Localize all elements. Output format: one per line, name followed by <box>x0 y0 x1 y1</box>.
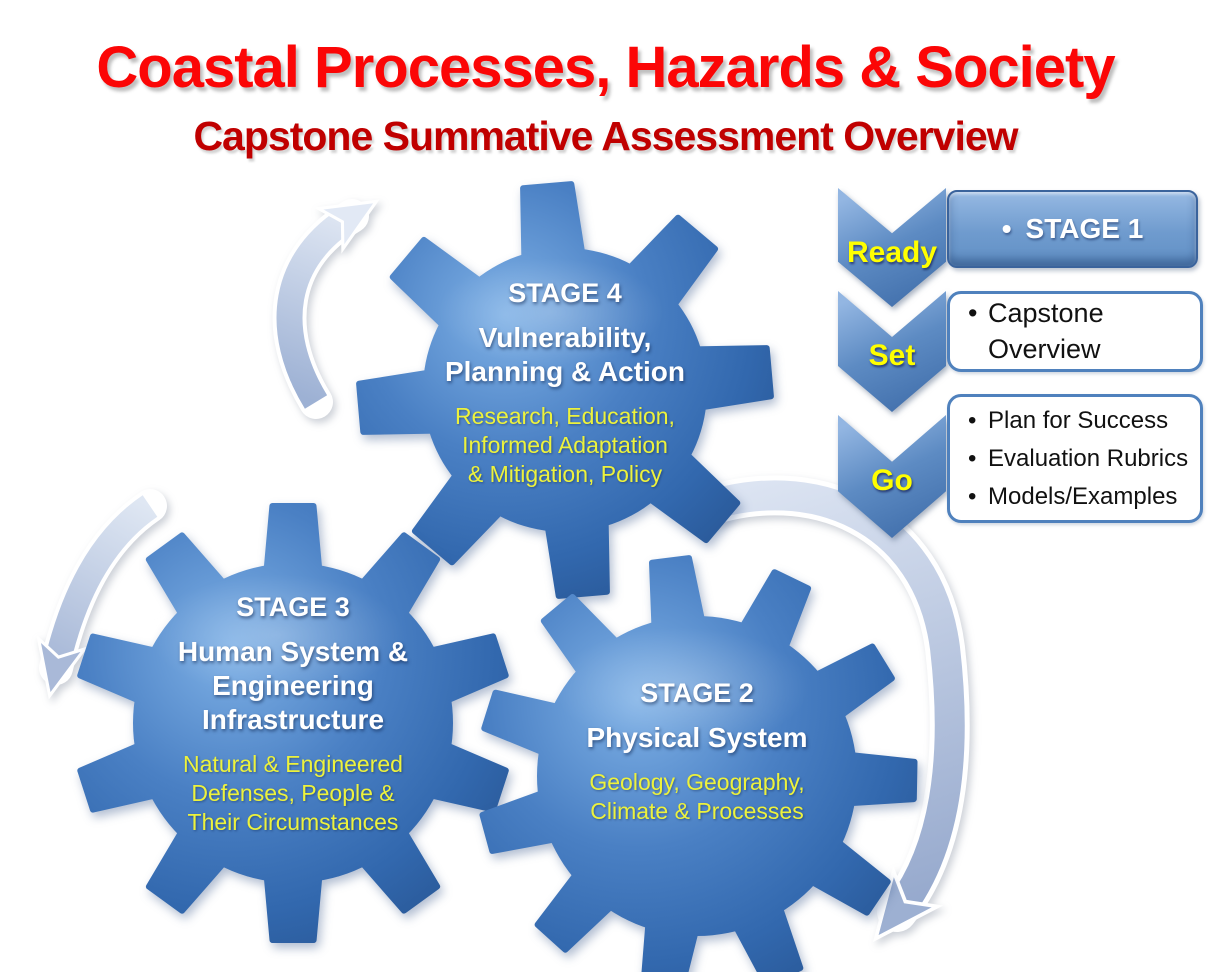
page-title: Coastal Processes, Hazards & Society <box>96 35 1115 100</box>
chevron-go: Go <box>838 415 946 538</box>
chevron-label: Go <box>871 464 913 498</box>
curved-arrow-down-icon <box>36 489 167 700</box>
gear-detail-line: Their Circumstances <box>187 809 399 836</box>
chevron-label: Ready <box>846 235 938 269</box>
stage-label: STAGE 4 <box>508 278 622 308</box>
cycle-arrow-icon <box>682 475 970 943</box>
list-item: Models/Examples <box>962 478 1188 516</box>
gear-name-line: Infrastructure <box>201 704 385 736</box>
page-subtitle: Capstone Summative Assessment Overview <box>193 113 1018 159</box>
list-item: STAGE 1 <box>1002 213 1144 245</box>
list-item: Capstone Overview <box>962 296 1178 366</box>
stage-label: STAGE 3 <box>236 592 350 622</box>
gear-stage3-text: STAGE 3 Human System & Engineering Infra… <box>123 592 463 837</box>
gear-detail-line: Natural & Engineered <box>183 751 403 778</box>
go-resources-card: Plan for Success Evaluation Rubrics Mode… <box>947 394 1203 523</box>
capstone-overview-card: Capstone Overview <box>947 291 1203 372</box>
gear-detail-line: & Mitigation, Policy <box>467 461 663 488</box>
list-item: Evaluation Rubrics <box>962 440 1188 478</box>
stage-label: STAGE 2 <box>640 678 754 708</box>
gear-stage4 <box>356 181 774 599</box>
gear-stage2-text: STAGE 2 Physical System Geology, Geograp… <box>527 678 867 826</box>
gear-stage3 <box>77 503 509 943</box>
gear-detail-line: Research, Education, <box>455 403 675 430</box>
gear-name-line: Planning & Action <box>444 356 686 388</box>
gear-detail-line: Defenses, People & <box>191 780 395 807</box>
gear-stage4-text: STAGE 4 Vulnerability, Planning & Action… <box>395 278 735 489</box>
gear-detail-line: Geology, Geography, <box>589 769 805 796</box>
gear-name-line: Human System & <box>177 636 409 667</box>
gear-name-line: Engineering <box>212 670 374 702</box>
gear-name-line: Physical System <box>586 722 808 753</box>
chevron-label: Set <box>868 339 916 373</box>
stage1-card: STAGE 1 <box>947 190 1198 268</box>
gear-detail-line: Informed Adaptation <box>462 432 668 459</box>
gear-name-line: Vulnerability, <box>478 322 652 353</box>
chevron-set: Set <box>838 291 946 412</box>
chevron-ready: Ready <box>838 188 946 307</box>
list-item: Plan for Success <box>962 402 1188 440</box>
gear-detail-line: Climate & Processes <box>590 798 804 825</box>
curved-arrow-up-icon <box>272 199 380 419</box>
gear-stage2 <box>479 555 918 972</box>
